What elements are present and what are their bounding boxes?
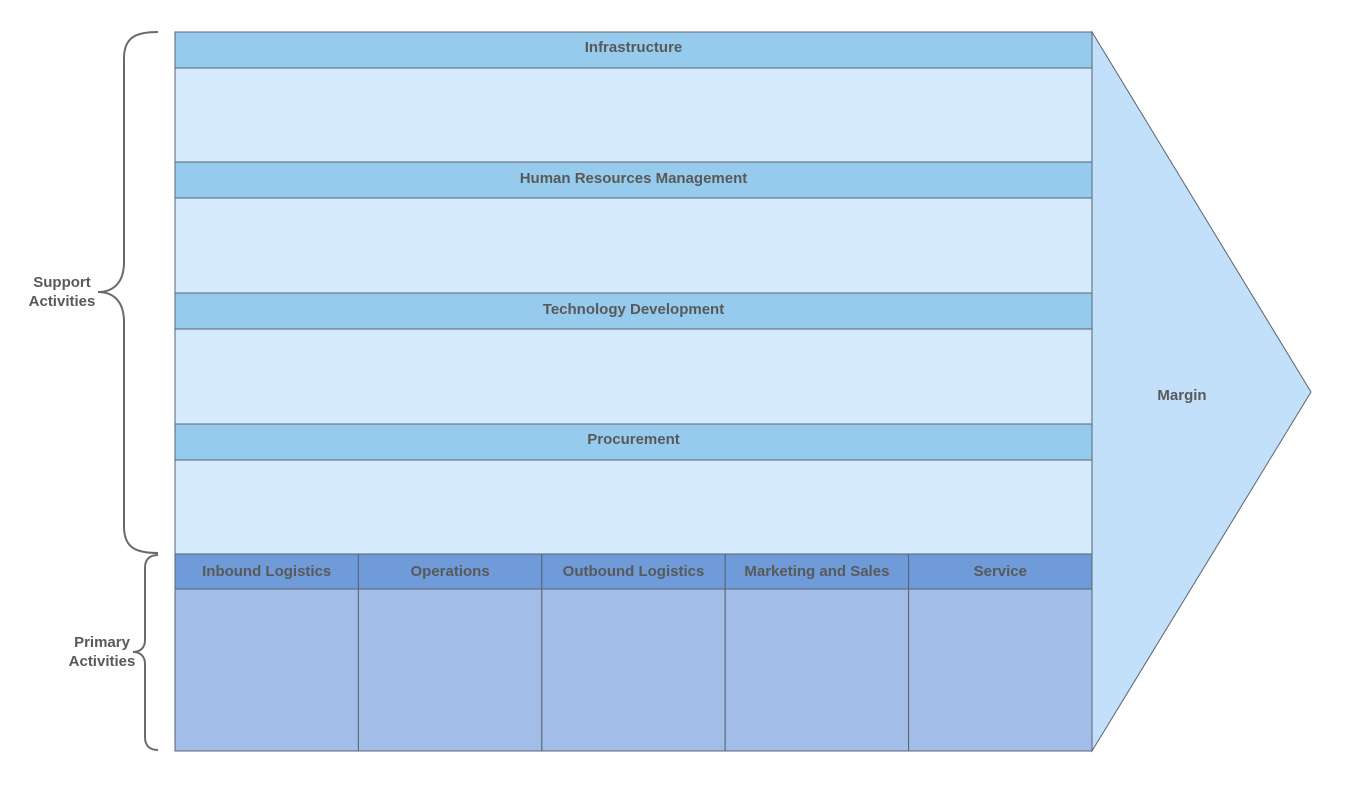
primary-header (724, 553, 910, 590)
support-activities: Infrastructure Human Resources Managemen… (174, 31, 1093, 555)
support-header-label: Human Resources Management (520, 170, 748, 187)
support-row-technology-development[interactable]: Technology Development (174, 292, 1093, 425)
support-header (174, 31, 1093, 69)
primary-header-label: Outbound Logistics (563, 563, 705, 580)
support-header (174, 423, 1093, 461)
primary-header-label: Operations (411, 563, 490, 580)
primary-header (541, 553, 726, 590)
support-header (174, 161, 1093, 199)
primary-header (908, 553, 1093, 590)
primary-column-outbound-logistics[interactable]: Outbound Logistics (541, 553, 726, 752)
support-row-infrastructure[interactable]: Infrastructure (174, 31, 1093, 163)
primary-activities-label-line1: Primary (74, 634, 131, 651)
primary-body (541, 588, 726, 752)
support-header-label: Technology Development (543, 301, 724, 318)
primary-header (357, 553, 543, 590)
primary-column-inbound-logistics[interactable]: Inbound Logistics (174, 553, 359, 752)
support-body (174, 67, 1093, 163)
primary-body (174, 588, 359, 752)
primary-activities: Inbound Logistics Operations Outbound Lo… (174, 553, 1093, 752)
primary-body (908, 588, 1093, 752)
primary-column-operations[interactable]: Operations (357, 553, 543, 752)
support-activities-label-line2: Activities (29, 293, 96, 310)
primary-header-label: Inbound Logistics (202, 563, 331, 580)
support-header-label: Procurement (587, 431, 680, 448)
support-body (174, 328, 1093, 425)
support-body (174, 197, 1093, 294)
support-brace (97, 31, 159, 554)
support-header-label: Infrastructure (585, 39, 683, 56)
primary-body (357, 588, 543, 752)
margin-label: Margin (1157, 387, 1206, 404)
primary-brace (132, 554, 159, 751)
support-body (174, 459, 1093, 555)
primary-column-service[interactable]: Service (908, 553, 1093, 752)
primary-header-label: Service (974, 563, 1027, 580)
support-row-procurement[interactable]: Procurement (174, 423, 1093, 555)
primary-activities-label-line2: Activities (69, 653, 136, 670)
support-header (174, 292, 1093, 330)
primary-body (724, 588, 910, 752)
primary-header-label: Marketing and Sales (744, 563, 889, 580)
support-row-hr-management[interactable]: Human Resources Management (174, 161, 1093, 294)
primary-column-marketing-and-sales[interactable]: Marketing and Sales (724, 553, 910, 752)
support-activities-label-line1: Support (33, 274, 91, 291)
